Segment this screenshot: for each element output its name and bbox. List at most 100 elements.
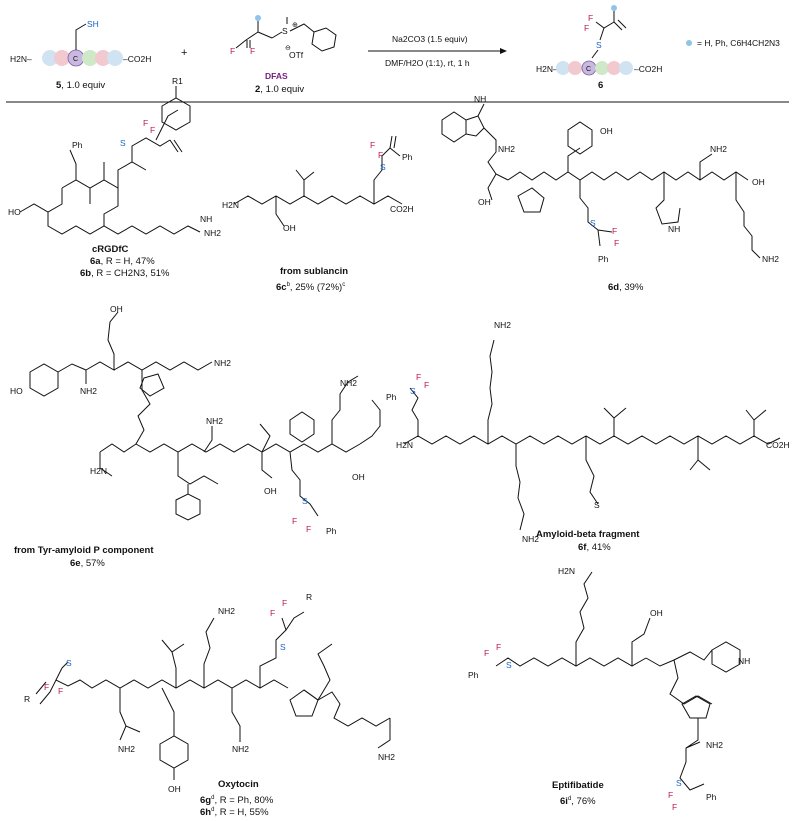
label-2-rest: , 1.0 equiv bbox=[260, 84, 305, 95]
dfas-reagent-2: F F S ⊕ ⊖ OTf DFAS bbox=[230, 15, 337, 81]
s-6e: S bbox=[302, 496, 308, 506]
nh-indole-6d: NH bbox=[474, 94, 486, 104]
f-6a-2: F bbox=[150, 125, 155, 135]
product-co2h: –CO2H bbox=[634, 64, 662, 74]
rest-6i: , 76% bbox=[571, 796, 596, 808]
rest-6f: , 41% bbox=[586, 542, 611, 553]
f-6d-2: F bbox=[614, 238, 619, 248]
f-6f-2: F bbox=[424, 380, 429, 390]
f-6g-4: F bbox=[282, 598, 287, 608]
met-s-6f: S bbox=[594, 500, 600, 510]
nh2-6e: NH2 bbox=[80, 386, 97, 396]
f-6i-4: F bbox=[672, 802, 677, 812]
s-6i-left: S bbox=[506, 660, 512, 670]
rest-6d: , 39% bbox=[619, 282, 644, 293]
nh2-6d: NH2 bbox=[498, 144, 515, 154]
cterm-oh-6d: OH bbox=[752, 177, 765, 187]
title-6c: from sublancin bbox=[280, 266, 349, 277]
ph-6e: Ph bbox=[326, 526, 337, 536]
sulfonium-s: S bbox=[282, 26, 288, 36]
label-6g: 6gd, R = Ph, 80% bbox=[200, 792, 273, 807]
product-c-letter: C bbox=[586, 66, 591, 73]
num-6g: 6g bbox=[200, 795, 212, 807]
s-6g-right: S bbox=[280, 642, 286, 652]
asn-nh2-6d: NH2 bbox=[710, 144, 727, 154]
lys-nh2-6d: NH2 bbox=[762, 254, 779, 264]
f-atom-2: F bbox=[250, 46, 255, 56]
s-6g-left: S bbox=[66, 658, 72, 668]
co2h-terminus: –CO2H bbox=[123, 54, 151, 64]
f-6g-1: F bbox=[44, 682, 49, 692]
sup2-6c: c bbox=[342, 282, 346, 288]
label-5-rest: , 1.0 equiv bbox=[61, 80, 106, 91]
cysteine-peptide-5: H2N– C SH –CO2H bbox=[10, 19, 151, 67]
thr-oh-6e: OH bbox=[264, 486, 277, 496]
nh2-6a: NH2 bbox=[204, 228, 221, 238]
legend-text: = H, Ph, C6H4CH2N3 bbox=[697, 38, 780, 48]
num-6f: 6f bbox=[578, 542, 587, 553]
ph-6d: Ph bbox=[598, 254, 609, 264]
label-6h: 6hd, R = H, 55% bbox=[200, 804, 269, 819]
co2h-6f: CO2H bbox=[766, 440, 790, 450]
ph-6f: Ph bbox=[386, 392, 397, 402]
f-6i-1: F bbox=[484, 648, 489, 658]
tyr-oh-6g: OH bbox=[168, 784, 181, 794]
plus-sign: + bbox=[181, 47, 187, 59]
triflate: OTf bbox=[289, 50, 304, 60]
thioether-s: S bbox=[596, 40, 602, 50]
num-6e: 6e bbox=[70, 558, 81, 569]
f-6c-2: F bbox=[378, 150, 383, 160]
structure-amyloid-beta: Ph S F F H2N NH2 NH2 S CO2H bbox=[386, 320, 790, 544]
plus-charge: ⊕ bbox=[292, 22, 298, 29]
gly-nh2-6g: NH2 bbox=[378, 752, 395, 762]
label-5-num: 5 bbox=[56, 80, 62, 91]
label-6e: 6e, 57% bbox=[70, 558, 105, 570]
product-h2n: H2N– bbox=[536, 64, 558, 74]
thiol-label: SH bbox=[87, 19, 99, 29]
label-2-num: 2 bbox=[255, 84, 261, 95]
r1-substituent: R1 bbox=[172, 76, 183, 86]
f-atom-3: F bbox=[588, 13, 593, 23]
label-6i: 6id, 76% bbox=[560, 793, 596, 808]
f-atom-4: F bbox=[584, 23, 589, 33]
num-6h: 6h bbox=[200, 807, 212, 819]
title-6f: Amyloid-beta fragment bbox=[536, 529, 640, 540]
nh2-6g: NH2 bbox=[118, 744, 135, 754]
gln2-nh2-6e: NH2 bbox=[206, 416, 223, 426]
rest-6a: , R = H, 47% bbox=[100, 256, 155, 267]
title-6e: from Tyr-amyloid P component bbox=[14, 545, 154, 556]
label-6b: 6b, R = CH2N3, 51% bbox=[80, 268, 170, 280]
s-6f: S bbox=[410, 386, 416, 396]
structure-eptifibatide: Ph F F S H2N OH NH NH2 S F F Ph bbox=[468, 566, 750, 812]
sup-6h: d bbox=[211, 807, 215, 813]
label-compound-5: 5, 1.0 equiv bbox=[56, 80, 105, 91]
num-6c: 6c bbox=[276, 282, 287, 294]
cys-bead-letter: C bbox=[73, 56, 78, 63]
f-6c-1: F bbox=[370, 140, 375, 150]
num-6a: 6a bbox=[90, 256, 101, 267]
s-6c: S bbox=[380, 162, 386, 172]
lys-nh2-6e: NH2 bbox=[214, 358, 231, 368]
cterm-nh2-6i: NH2 bbox=[706, 740, 723, 750]
rest-6c: , 25% (72%) bbox=[289, 282, 343, 294]
minus-charge: ⊖ bbox=[285, 45, 291, 52]
title-6gh: Oxytocin bbox=[218, 779, 259, 790]
asn-nh2-6g: NH2 bbox=[232, 744, 249, 754]
structure-sublancin: H2N S F F Ph OH CO2H bbox=[222, 135, 414, 233]
sup-6i: d bbox=[567, 796, 572, 802]
title-6ab: cRGDfC bbox=[92, 244, 129, 255]
label-6a: 6a, R = H, 47% bbox=[90, 256, 155, 268]
f-6i-2: F bbox=[496, 642, 501, 652]
s-6i-right: S bbox=[676, 778, 682, 788]
ho-6a: HO bbox=[8, 207, 21, 217]
label-compound-2: 2, 1.0 equiv bbox=[255, 84, 304, 95]
structure-crgdfc: R1 Ph F F S HO NH NH2 bbox=[8, 76, 221, 238]
arg-h2n-6i: H2N bbox=[558, 566, 575, 576]
ph-6i-left: Ph bbox=[468, 670, 479, 680]
label-6c: 6cb, 25% (72%)c bbox=[276, 279, 345, 294]
title-6i: Eptifibatide bbox=[552, 780, 604, 791]
trp-nh-6i: NH bbox=[738, 656, 750, 666]
his-nh-6d: NH bbox=[668, 224, 680, 234]
gln-nh2-6g: NH2 bbox=[218, 606, 235, 616]
